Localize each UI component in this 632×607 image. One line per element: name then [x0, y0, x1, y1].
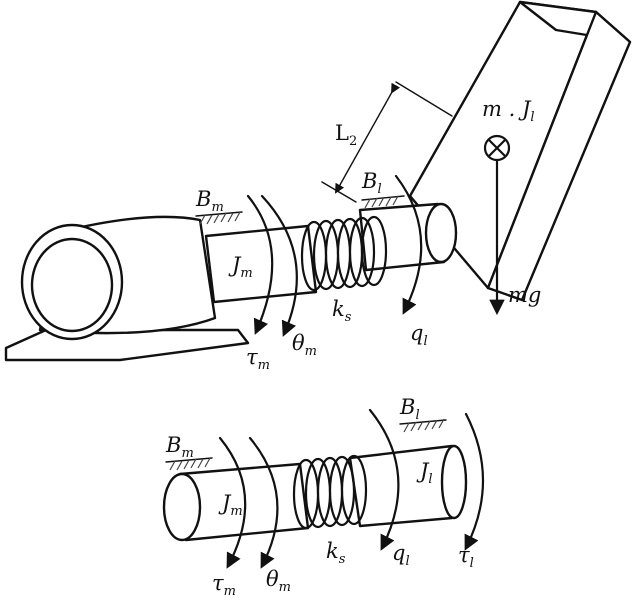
- label-tau-m-top: τm: [246, 345, 270, 373]
- motor-housing: [4, 215, 250, 362]
- label-bl-bottom: Bl: [399, 395, 420, 423]
- tau-m-arrow-bottom: [218, 436, 247, 569]
- center-of-mass-icon: [483, 134, 511, 162]
- label-ql-bottom: ql: [392, 541, 410, 569]
- spring: [300, 215, 388, 292]
- label-jm-top: Jm: [228, 253, 253, 281]
- label-tau-m-bottom: τm: [212, 571, 236, 599]
- label-l2: L2: [335, 121, 357, 149]
- label-jm-bottom: Jm: [218, 491, 243, 519]
- l2-extension-top: [395, 81, 453, 117]
- top-assembly: Bm Jm τm θm ks Bl ql L2 m . Jl mg: [4, 0, 632, 373]
- q-l-arrow: [394, 174, 423, 315]
- output-shaft-end: [424, 202, 458, 264]
- damper-hatch-bm-bottom: [165, 457, 213, 471]
- label-theta-m-top: θm: [292, 331, 317, 359]
- q-l-arrow-bottom: [368, 408, 400, 551]
- tau-m-arrow: [246, 194, 274, 335]
- damper-hatch-bl: [361, 195, 405, 209]
- label-ks-top: ks: [332, 297, 352, 325]
- motor-face-inner: [30, 237, 114, 333]
- motor-shaft: [204, 224, 318, 304]
- theta-m-arrow: [260, 194, 298, 337]
- label-mg: mg: [508, 283, 541, 307]
- link-side-face: [486, 10, 632, 302]
- label-theta-m-bottom: θm: [266, 567, 291, 595]
- label-bm-top: Bm: [195, 187, 224, 215]
- motor-shaft-body: [204, 224, 318, 304]
- label-ks-bottom: ks: [326, 539, 346, 567]
- motor-base: [4, 328, 250, 362]
- label-ql-top: ql: [410, 321, 428, 349]
- link-arm: [408, 0, 632, 302]
- tau-l-arrow-bottom: [464, 412, 484, 551]
- label-tau-l-bottom: τl: [458, 543, 474, 571]
- label-jl-bottom: Jl: [416, 459, 433, 487]
- load-shaft-end: [440, 444, 468, 520]
- damper-hatch-bl-bottom: [399, 418, 447, 433]
- label-bm-bottom: Bm: [165, 433, 194, 461]
- damper-hatch-bm: [195, 211, 243, 225]
- motor-inertia-end: [162, 472, 202, 542]
- l2-dimension-line: [335, 82, 401, 194]
- label-bl-top: Bl: [361, 169, 382, 197]
- l2-extension-bottom: [321, 181, 357, 203]
- bottom-assembly: Bm Jm τm θm ks Bl Jl ql τl: [162, 395, 484, 599]
- label-m-jl: m . Jl: [482, 97, 535, 125]
- output-shaft: [358, 202, 458, 272]
- spring-bottom: [292, 454, 368, 530]
- theta-m-arrow-bottom: [248, 436, 279, 569]
